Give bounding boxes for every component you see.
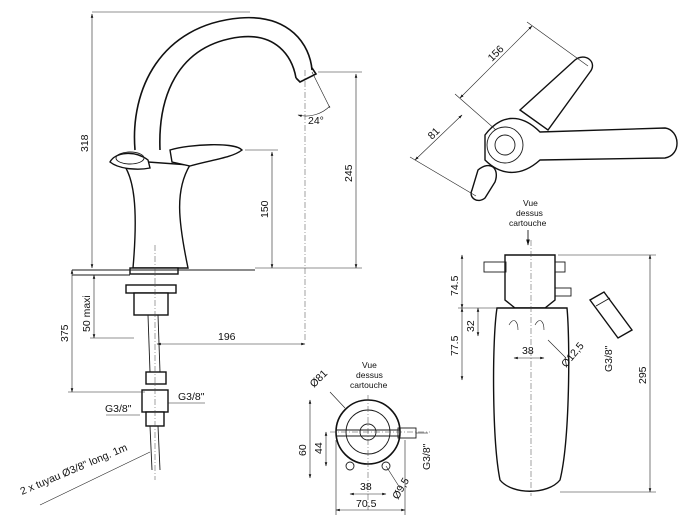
vue-label-3: cartouche	[350, 380, 388, 390]
dim-318: 318	[79, 134, 91, 152]
faucet-side-view	[72, 16, 318, 480]
dim-295: 295	[637, 366, 649, 384]
dim-50-maxi: 50 maxi	[81, 295, 93, 332]
label-g38-left: G3/8"	[105, 403, 132, 415]
faucet-top-view: 156 81	[409, 21, 678, 202]
vue-label-2: dessus	[356, 370, 383, 380]
cartridge-top-view: Vue dessus cartouche 60 44 38 70.5 Ø81 Ø…	[297, 360, 433, 515]
vue-label-top-3: cartouche	[509, 218, 547, 228]
dim-70-5: 70.5	[356, 498, 377, 510]
dim-angle-24: 24°	[308, 115, 324, 127]
dim-d9-5: Ø9,5	[390, 476, 412, 502]
dim-60: 60	[297, 444, 309, 456]
dim-38-right: 38	[522, 345, 534, 357]
vue-label-1: Vue	[362, 360, 377, 370]
dim-g38-side: G3/8"	[603, 345, 615, 372]
dim-74-5: 74.5	[449, 275, 461, 296]
label-g38-right: G3/8"	[178, 391, 205, 403]
dim-g38-cartridge: G3/8"	[421, 443, 433, 470]
vue-label-top-2: dessus	[516, 208, 543, 218]
dim-156: 156	[486, 43, 507, 64]
dim-44: 44	[313, 442, 325, 454]
dim-38-bottom: 38	[360, 481, 372, 493]
dim-150: 150	[259, 200, 271, 218]
vue-label-top-1: Vue	[523, 198, 538, 208]
dim-196: 196	[218, 331, 236, 343]
main-dimensions: 318 245 150 24° 375 50 maxi 196 G3/8" G3…	[18, 11, 362, 506]
dim-245: 245	[343, 164, 355, 182]
dim-d81: Ø81	[308, 367, 331, 390]
dim-375: 375	[59, 324, 71, 342]
dim-32: 32	[465, 320, 477, 332]
dim-81: 81	[426, 125, 443, 142]
dim-77-5: 77.5	[449, 335, 461, 356]
cartridge-side-view: Vue dessus cartouche 74.5 77.5 32 38 Ø12…	[449, 198, 656, 496]
